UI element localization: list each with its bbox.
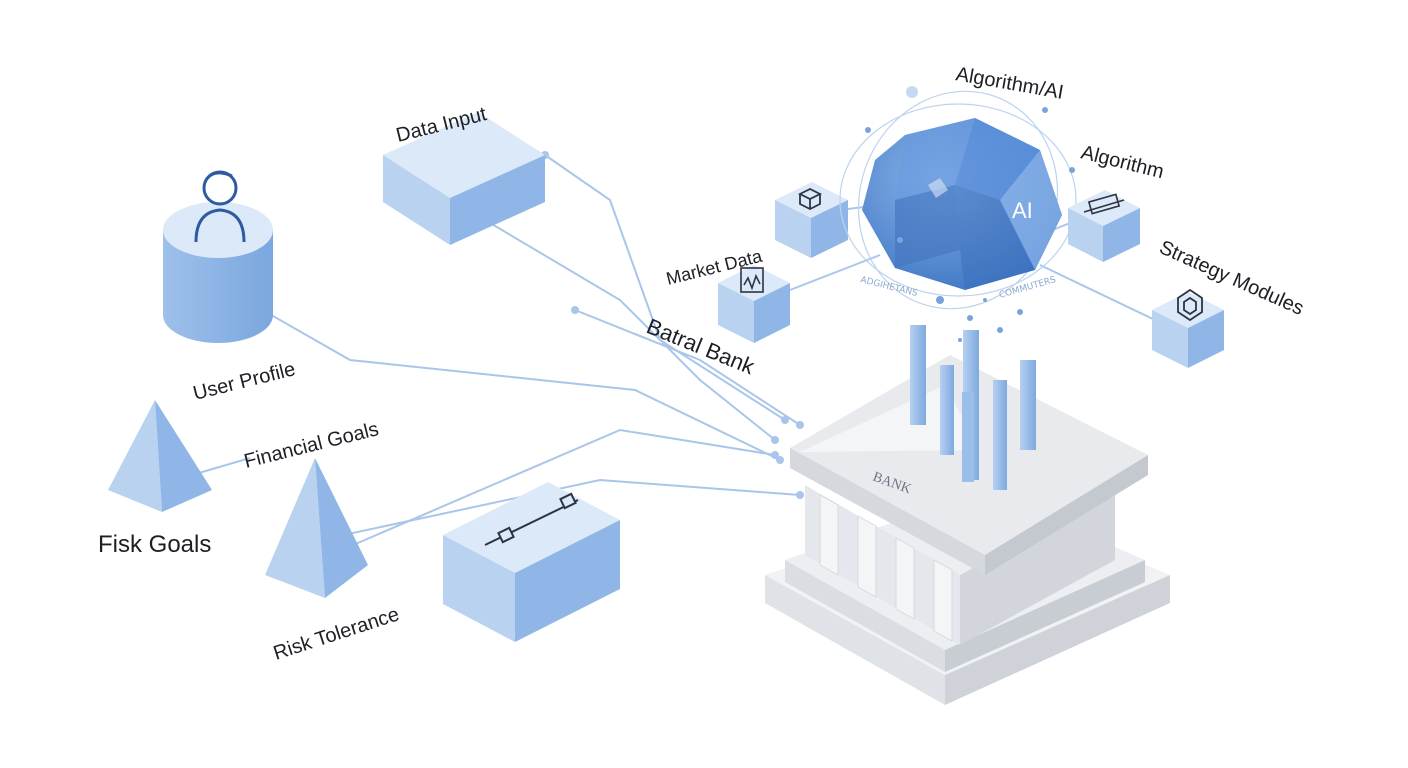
algorithm-label: Algorithm [1079,142,1166,184]
hexagon-icon [1177,288,1203,322]
strategy-modules-cube [1152,292,1224,368]
connector-data-input-1 [544,154,786,421]
orbit-particles [865,86,1075,342]
slider-icon [484,492,579,546]
ai-sphere [862,118,1062,290]
financial-goals-label: Financial Goals [242,418,381,473]
orbit-text-left: ADGIHETANS [859,275,919,299]
cube-icon [797,187,823,211]
gear-icon [1083,193,1125,215]
data-input-block [383,112,545,245]
ai-mark: AI [1012,198,1033,223]
risk-tolerance-pyramid [265,458,368,598]
risk-tolerance-label: Risk Tolerance [271,603,402,664]
person-icon [194,170,246,243]
connector-strategy [1039,264,1156,321]
connector-user-profile [244,299,781,461]
connector-market [789,254,881,291]
fisk-goals-label: Fisk Goals [98,531,211,558]
connector-mid [574,309,801,426]
algorithm-cube [1068,190,1140,262]
algorithm-ai-label: Algorithm/AI [954,63,1065,104]
connector-risk [319,478,801,541]
fisk-goals-pyramid [108,400,212,512]
market-cube-top [775,182,848,258]
connector-data-input-2 [484,219,776,441]
user-profile-cylinder [163,202,273,343]
user-profile-label: User Profile [191,358,298,405]
connector-financial [329,428,776,556]
orbit-text-right: COMMUTERS [998,275,1057,301]
bank-bars [910,325,1036,490]
market-cube-bottom [718,265,790,343]
server-icon [740,267,764,293]
bank-columns [819,494,953,642]
risk-slider-block [443,482,620,642]
